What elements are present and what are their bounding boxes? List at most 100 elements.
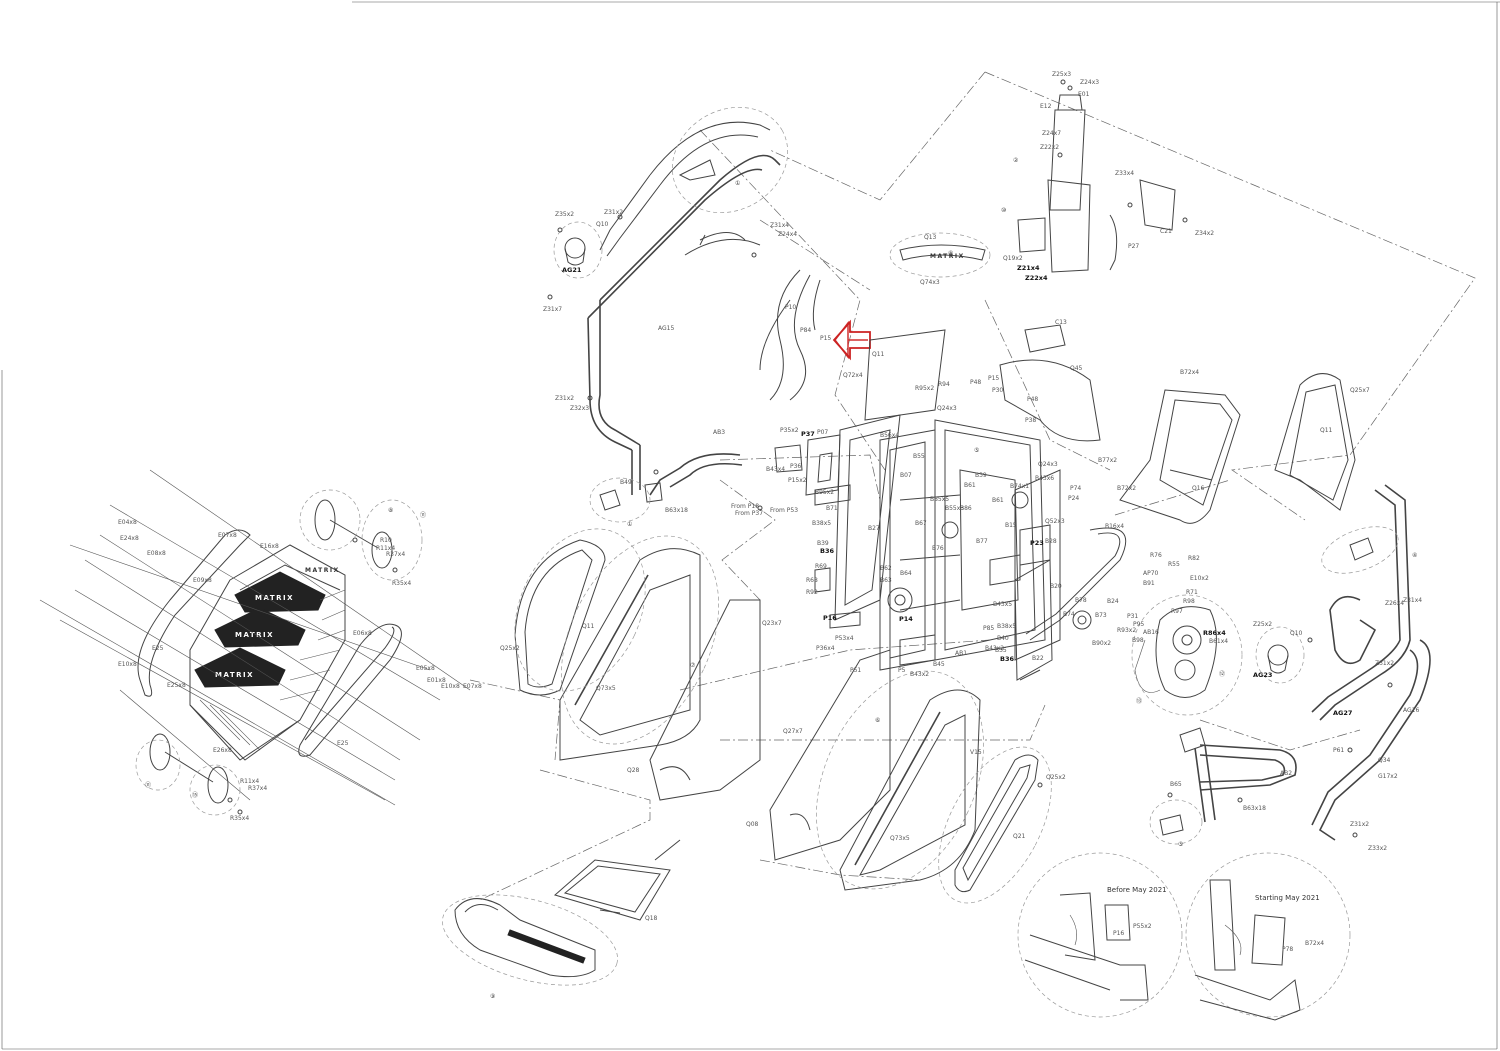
- callout-c17: ⑮: [192, 791, 198, 799]
- part-label-l59: B43x2: [910, 671, 929, 678]
- part-label-l24: P10: [785, 304, 796, 311]
- callout-c11: ⑬: [1136, 697, 1142, 705]
- part-label-l94: B61x4: [1209, 638, 1228, 645]
- part-label-l120: P24: [1068, 495, 1079, 502]
- part-label-l131: B55: [913, 453, 925, 460]
- part-label-l119: P74: [1070, 485, 1081, 492]
- part-label-l81: R82: [1188, 555, 1200, 562]
- part-label-l14: Q13: [924, 234, 937, 241]
- part-label-l56: P53x4: [835, 635, 854, 642]
- part-label-l127: Q24x3: [937, 405, 957, 412]
- part-label-l177: Q08: [746, 821, 759, 828]
- inset-after-caption: Starting May 2021: [1255, 894, 1320, 902]
- callout-c7: ⑦: [690, 662, 696, 669]
- part-label-l183: P55x2: [1133, 923, 1152, 930]
- callout-c3: ⑩: [1001, 207, 1006, 214]
- part-label-bold-b10: R86x4: [1203, 629, 1226, 637]
- part-label-bold-b11: Z21x4: [1017, 264, 1040, 272]
- part-label-l7: Z33x4: [1115, 170, 1134, 177]
- part-label-l89: R93x2: [1117, 627, 1136, 634]
- tread-brand-2: MATRIX: [235, 631, 274, 639]
- part-label-l164: R10: [380, 537, 392, 544]
- part-label-l57: P51: [850, 667, 861, 674]
- callout-c6: ⑤: [974, 447, 979, 454]
- part-label-l110: B63x18: [1243, 805, 1266, 812]
- part-label-l27: Q11: [872, 351, 885, 358]
- callout-c9: ④: [1412, 552, 1417, 559]
- part-label-l36: P07: [817, 429, 828, 436]
- part-label-l34: P35x2: [780, 427, 799, 434]
- part-label-l63: P85: [983, 625, 994, 632]
- part-label-l64: B43x2: [985, 645, 1004, 652]
- axle-rods: [39, 469, 471, 806]
- bottom-step-tread: [454, 898, 596, 978]
- part-label-l86: B91: [1143, 580, 1155, 587]
- part-label-bold-b2: B36: [820, 547, 834, 555]
- part-label-l146: B64: [900, 570, 912, 577]
- part-label-l118: B43x6: [1035, 475, 1054, 482]
- part-label-l154: E25: [152, 645, 164, 652]
- part-label-l82: E10x2: [1190, 575, 1209, 582]
- part-label-l90: P95: [1133, 621, 1144, 628]
- part-label-l65: B38x5: [997, 623, 1016, 630]
- part-label-l31: Z31x2: [555, 395, 574, 402]
- part-label-l87: AP70: [1143, 570, 1159, 577]
- part-label-l99: Z31x4: [1403, 597, 1422, 604]
- part-label-l174: Q23x7: [762, 620, 782, 627]
- part-label-l103: P61: [1333, 747, 1344, 754]
- sprocket-wheels: [135, 489, 423, 816]
- step-panel-q28: [649, 599, 761, 801]
- part-label-l45: B95x2: [815, 489, 834, 496]
- part-label-l113: Q11: [1320, 427, 1333, 434]
- fastener-marks: [227, 79, 1393, 838]
- callout-c4: ⑧: [948, 250, 953, 257]
- part-label-l161: E07x8: [463, 683, 482, 690]
- part-label-l74: B78: [1075, 597, 1087, 604]
- part-label-l169: R37x4: [248, 785, 267, 792]
- part-label-bold-b3: P16: [823, 614, 837, 622]
- step-panel-q08: [769, 649, 891, 861]
- callout-c2: ②: [1013, 157, 1019, 164]
- part-label-l79: R76: [1150, 552, 1162, 559]
- assembly-boundary: [469, 71, 1476, 901]
- part-label-l104: Q34: [1378, 757, 1391, 764]
- part-label-l101: AG16: [1403, 707, 1419, 714]
- part-label-l158: E05x8: [416, 665, 435, 672]
- part-label-l83: R71: [1186, 589, 1198, 596]
- part-label-l156: E25x8: [167, 682, 186, 689]
- part-label-l51: R68: [806, 577, 818, 584]
- part-label-l98: Z26x4: [1385, 600, 1404, 607]
- part-label-l50: B27: [868, 525, 880, 532]
- tread-brand-1: MATRIX: [255, 594, 294, 602]
- part-label-l11: Q19x2: [1003, 255, 1023, 262]
- part-label-l52: R69: [815, 563, 827, 570]
- part-label-l133: B39: [975, 472, 987, 479]
- part-label-l139: B74x1: [1010, 483, 1029, 490]
- part-label-l15: Q74x3: [920, 279, 940, 286]
- part-label-l84: R98: [1183, 598, 1195, 605]
- part-label-l123: P15: [988, 375, 999, 382]
- inset-after: Starting May 2021: [1185, 852, 1351, 1021]
- part-label-l151: E07x8: [218, 532, 237, 539]
- part-label-l44: From P53: [770, 507, 798, 514]
- part-label-l114: Q16: [1192, 485, 1205, 492]
- part-label-l10: P27: [1128, 243, 1139, 250]
- part-label-l4: E12: [1040, 103, 1052, 110]
- part-label-l100: Z31x2: [1375, 660, 1394, 667]
- callout-c15: ⑪: [420, 511, 426, 519]
- part-label-l58: P5: [898, 667, 906, 674]
- part-label-l18: Q10: [596, 221, 609, 228]
- part-label-l167: R35x4: [392, 580, 411, 587]
- console-bar-q13: MATRIX: [899, 244, 986, 261]
- callout-c10: ⑫: [1219, 670, 1225, 678]
- part-label-l170: R35x4: [230, 815, 249, 822]
- console-brand: MATRIX: [930, 253, 965, 260]
- part-label-l108: AB2: [1280, 770, 1292, 777]
- part-label-l171: Q11: [582, 623, 595, 630]
- part-label-l77: B90x2: [1092, 640, 1111, 647]
- part-label-l132: B07: [900, 472, 912, 479]
- part-label-l117: Q24x3: [1038, 461, 1058, 468]
- part-label-l61: AB1: [955, 650, 967, 657]
